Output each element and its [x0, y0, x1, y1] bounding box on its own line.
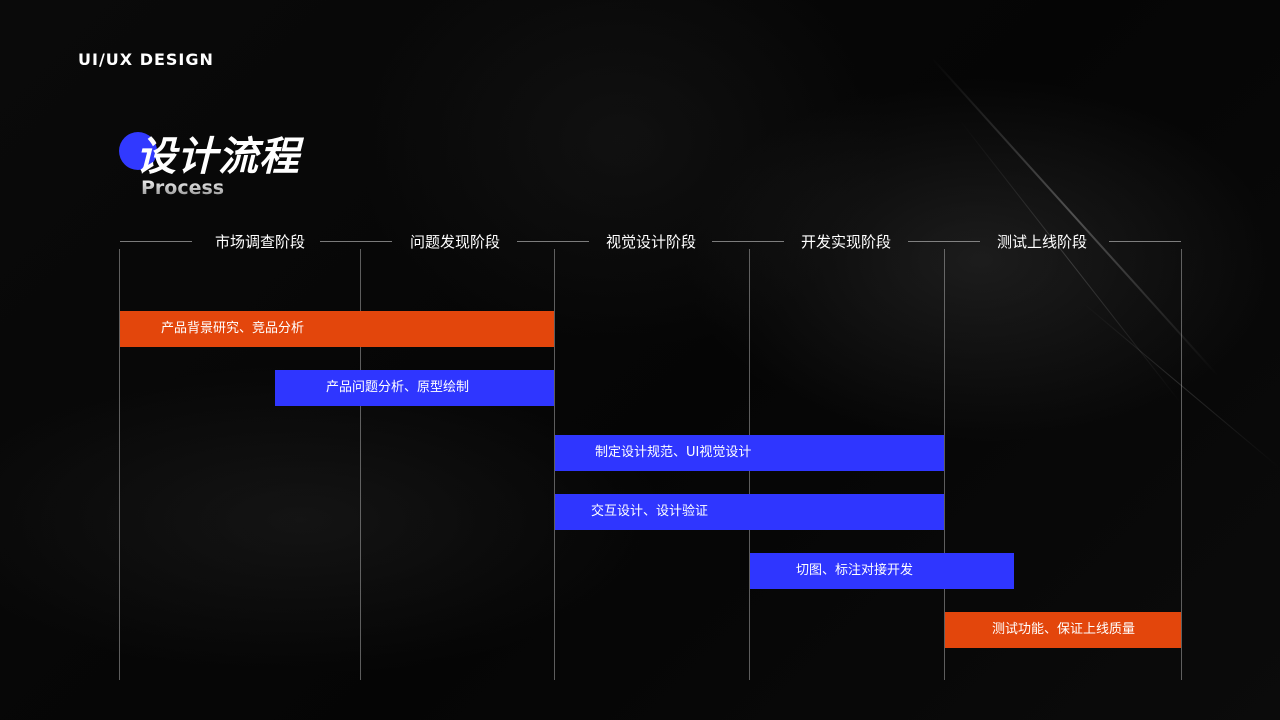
background-streak	[959, 120, 1183, 405]
timeline-gridline	[360, 249, 361, 680]
phase-label-problem-discovery: 问题发现阶段	[409, 233, 500, 251]
brand-label: UI/UX DESIGN	[78, 50, 214, 69]
title-dot-icon	[119, 132, 157, 170]
phase-label-market-research: 市场调查阶段	[214, 233, 305, 251]
task-bar-research: 产品背景研究、竞品分析	[120, 311, 554, 347]
timeline-gridline	[554, 249, 555, 680]
phase-divider	[517, 241, 589, 242]
task-bar-testing: 测试功能、保证上线质量	[945, 612, 1181, 648]
phase-label-visual-design: 视觉设计阶段	[605, 233, 696, 251]
phase-divider	[1109, 241, 1181, 242]
task-bar-problem-analysis: 产品问题分析、原型绘制	[275, 370, 554, 406]
timeline-gridline	[1181, 249, 1182, 680]
timeline-gridline	[944, 249, 945, 680]
background-streak	[1079, 300, 1280, 469]
task-bar-dev-handoff: 切图、标注对接开发	[750, 553, 1014, 589]
phase-label-testing-launch: 测试上线阶段	[996, 233, 1087, 251]
phase-divider	[320, 241, 392, 242]
page-subtitle: Process	[141, 177, 225, 199]
phase-label-development: 开发实现阶段	[800, 233, 891, 251]
phase-divider	[712, 241, 784, 242]
page-title: 设计流程	[136, 134, 300, 180]
task-bar-visual-design: 制定设计规范、UI视觉设计	[555, 435, 944, 471]
task-bar-interaction-design: 交互设计、设计验证	[555, 494, 944, 530]
timeline-gridline	[119, 249, 120, 680]
phase-divider	[120, 241, 192, 242]
background-streak	[929, 55, 1219, 377]
phase-divider	[908, 241, 980, 242]
